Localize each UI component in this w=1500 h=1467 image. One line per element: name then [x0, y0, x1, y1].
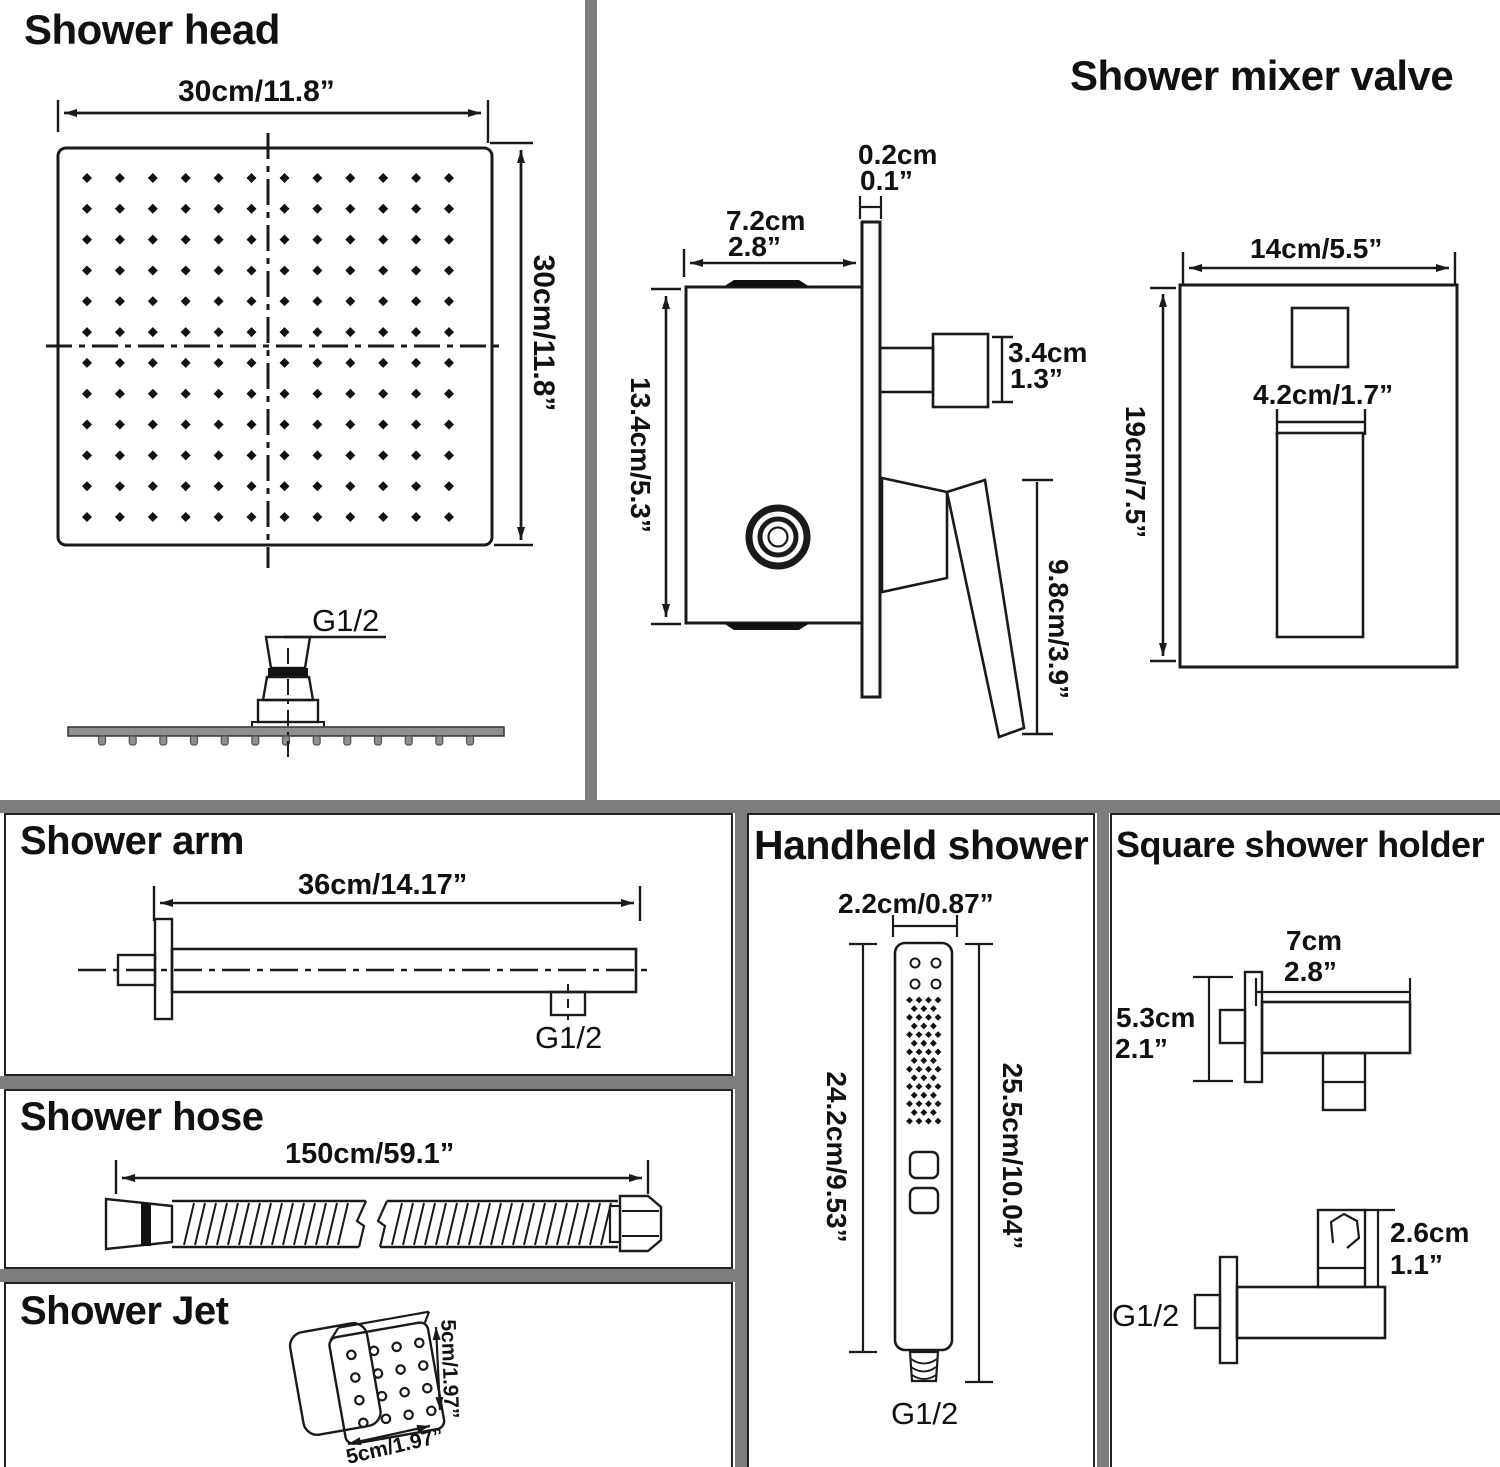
shower-head-thread-label: G1/2 [312, 603, 380, 638]
shower-hose-length-label: 150cm/59.1” [285, 1138, 455, 1170]
valve-handle-cutout-label: 4.2cm/1.7” [1253, 379, 1394, 410]
holder-clamp-in: 1.1” [1390, 1249, 1443, 1280]
shower-hose-title: Shower hose [20, 1095, 264, 1139]
shower-head-width-label: 30cm/11.8” [178, 75, 335, 108]
holder-depth-in: 2.8” [1284, 956, 1337, 987]
holder-height-in: 2.1” [1115, 1033, 1168, 1064]
divider-hose-jet [0, 1269, 735, 1282]
shower-head-title: Shower head [24, 6, 280, 53]
mixer-valve-title: Shower mixer valve [1070, 52, 1454, 99]
handheld-width-label: 2.2cm/0.87” [838, 888, 994, 919]
divider-horizontal-main [0, 800, 1500, 813]
shower-arm-length-label: 36cm/14.17” [298, 869, 468, 901]
shower-jet-title: Shower Jet [20, 1289, 229, 1333]
shower-arm-thread-label: G1/2 [535, 1020, 603, 1055]
shower-jet-panel [4, 1282, 733, 1467]
holder-height-cm: 5.3cm [1116, 1002, 1196, 1033]
shower-hose-panel [4, 1089, 733, 1269]
holder-drawing [1193, 970, 1412, 1365]
handheld-panel [747, 813, 1095, 1467]
valve-body-width-in: 2.8” [728, 231, 781, 262]
valve-knob-cm: 3.4cm [1008, 337, 1088, 368]
valve-plate-thickness-cm: 0.2cm [858, 139, 938, 170]
handheld-drawing [849, 915, 993, 1384]
valve-body-width-cm: 7.2cm [726, 205, 806, 236]
holder-thread-label: G1/2 [1112, 1298, 1180, 1333]
shower-jet-drawing [288, 1310, 446, 1446]
shower-hose-drawing [104, 1160, 663, 1253]
divider-arm-hose [0, 1076, 735, 1089]
shower-arm-drawing [78, 886, 650, 1021]
holder-clamp-cm: 2.6cm [1390, 1217, 1470, 1248]
valve-trim-width-label: 14cm/5.5” [1250, 233, 1383, 264]
handheld-title: Handheld shower [754, 822, 1089, 868]
divider-vertical-right [1097, 808, 1109, 1467]
holder-depth-cm: 7cm [1286, 925, 1343, 956]
shower-head-drawing [46, 100, 533, 762]
divider-vertical-top [585, 0, 597, 806]
valve-plate-thickness-in: 0.1” [860, 165, 913, 196]
holder-title: Square shower holder [1116, 824, 1485, 865]
mixer-valve-drawing [651, 196, 1459, 739]
valve-knob-in: 1.3” [1010, 363, 1063, 394]
shower-arm-title: Shower arm [20, 819, 244, 863]
holder-panel [1110, 813, 1500, 1467]
shower-arm-panel [4, 813, 733, 1076]
divider-vertical-left [735, 808, 747, 1467]
handheld-thread-label: G1/2 [891, 1396, 959, 1431]
